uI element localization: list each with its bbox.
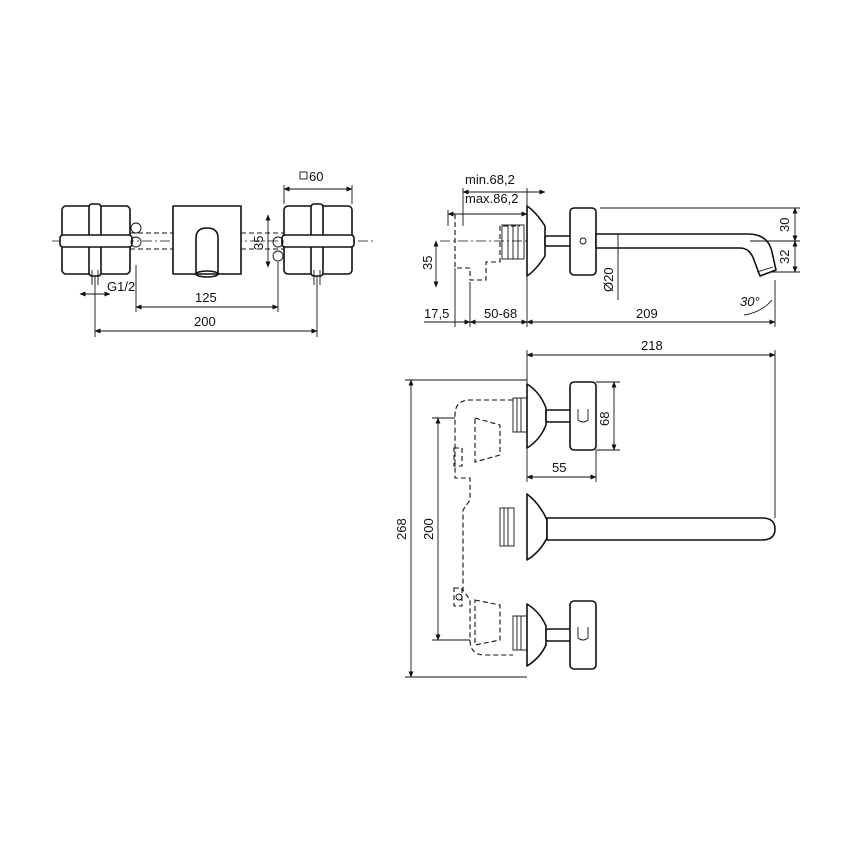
dim-68: 68 — [597, 412, 612, 426]
dim-front-125: 125 — [195, 290, 217, 305]
top-view-lower-handle — [512, 600, 597, 670]
dim-angle-30: 30° — [740, 294, 760, 309]
dim-top-200: 200 — [421, 518, 436, 540]
side-handle — [526, 205, 597, 277]
right-cross-handle — [272, 203, 355, 285]
dim-dia-20: Ø20 — [601, 267, 616, 292]
dim-square-60: 60 — [309, 169, 323, 184]
dim-209: 209 — [636, 306, 658, 321]
dim-thread-g12: G1/2 — [107, 279, 135, 294]
dim-55: 55 — [552, 460, 566, 475]
top-view-upper-handle — [512, 381, 597, 451]
dim-268: 268 — [394, 518, 409, 540]
dim-max-86-2: max.86,2 — [465, 191, 518, 206]
side-spout — [595, 233, 777, 277]
side-view: min.68,2 max.86,2 35 17,5 50-68 209 30 3… — [420, 172, 800, 327]
dim-front-35: 35 — [251, 236, 266, 250]
dim-17-5: 17,5 — [424, 306, 449, 321]
dim-50-68: 50-68 — [484, 306, 517, 321]
spout-front — [172, 205, 242, 278]
top-view-spout — [499, 493, 776, 561]
front-view: 60 35 G1/2 125 200 — [52, 169, 375, 337]
dim-32: 32 — [777, 250, 792, 264]
top-view: 218 68 55 268 200 — [394, 338, 776, 678]
left-cross-handle — [59, 203, 142, 285]
square-symbol-icon — [299, 171, 308, 180]
dim-min-68-2: min.68,2 — [465, 172, 515, 187]
dim-front-200: 200 — [194, 314, 216, 329]
dim-30: 30 — [777, 218, 792, 232]
dim-side-35: 35 — [420, 256, 435, 270]
dim-218: 218 — [641, 338, 663, 353]
